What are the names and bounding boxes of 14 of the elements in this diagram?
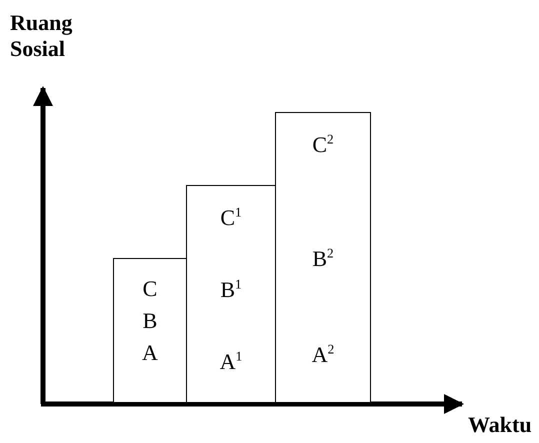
letter-label: A$^{1}$ (220, 350, 242, 374)
bar-box (186, 185, 276, 403)
letter-label: C$^{2}$ (312, 133, 334, 157)
letter-label: C$^{1}$ (220, 206, 242, 230)
letter-label: B$^{2}$ (312, 247, 334, 271)
letter-label: B (142, 309, 158, 333)
letter-label: A (142, 341, 158, 365)
bar-box (275, 112, 371, 403)
letter-label: C (142, 277, 158, 301)
letter-label: A$^{2}$ (312, 343, 334, 367)
x-axis-label: Waktu (468, 412, 533, 438)
y-axis-label: Ruang Sosial (10, 10, 74, 62)
letter-label: B$^{1}$ (220, 278, 242, 302)
bar-box (113, 258, 187, 403)
